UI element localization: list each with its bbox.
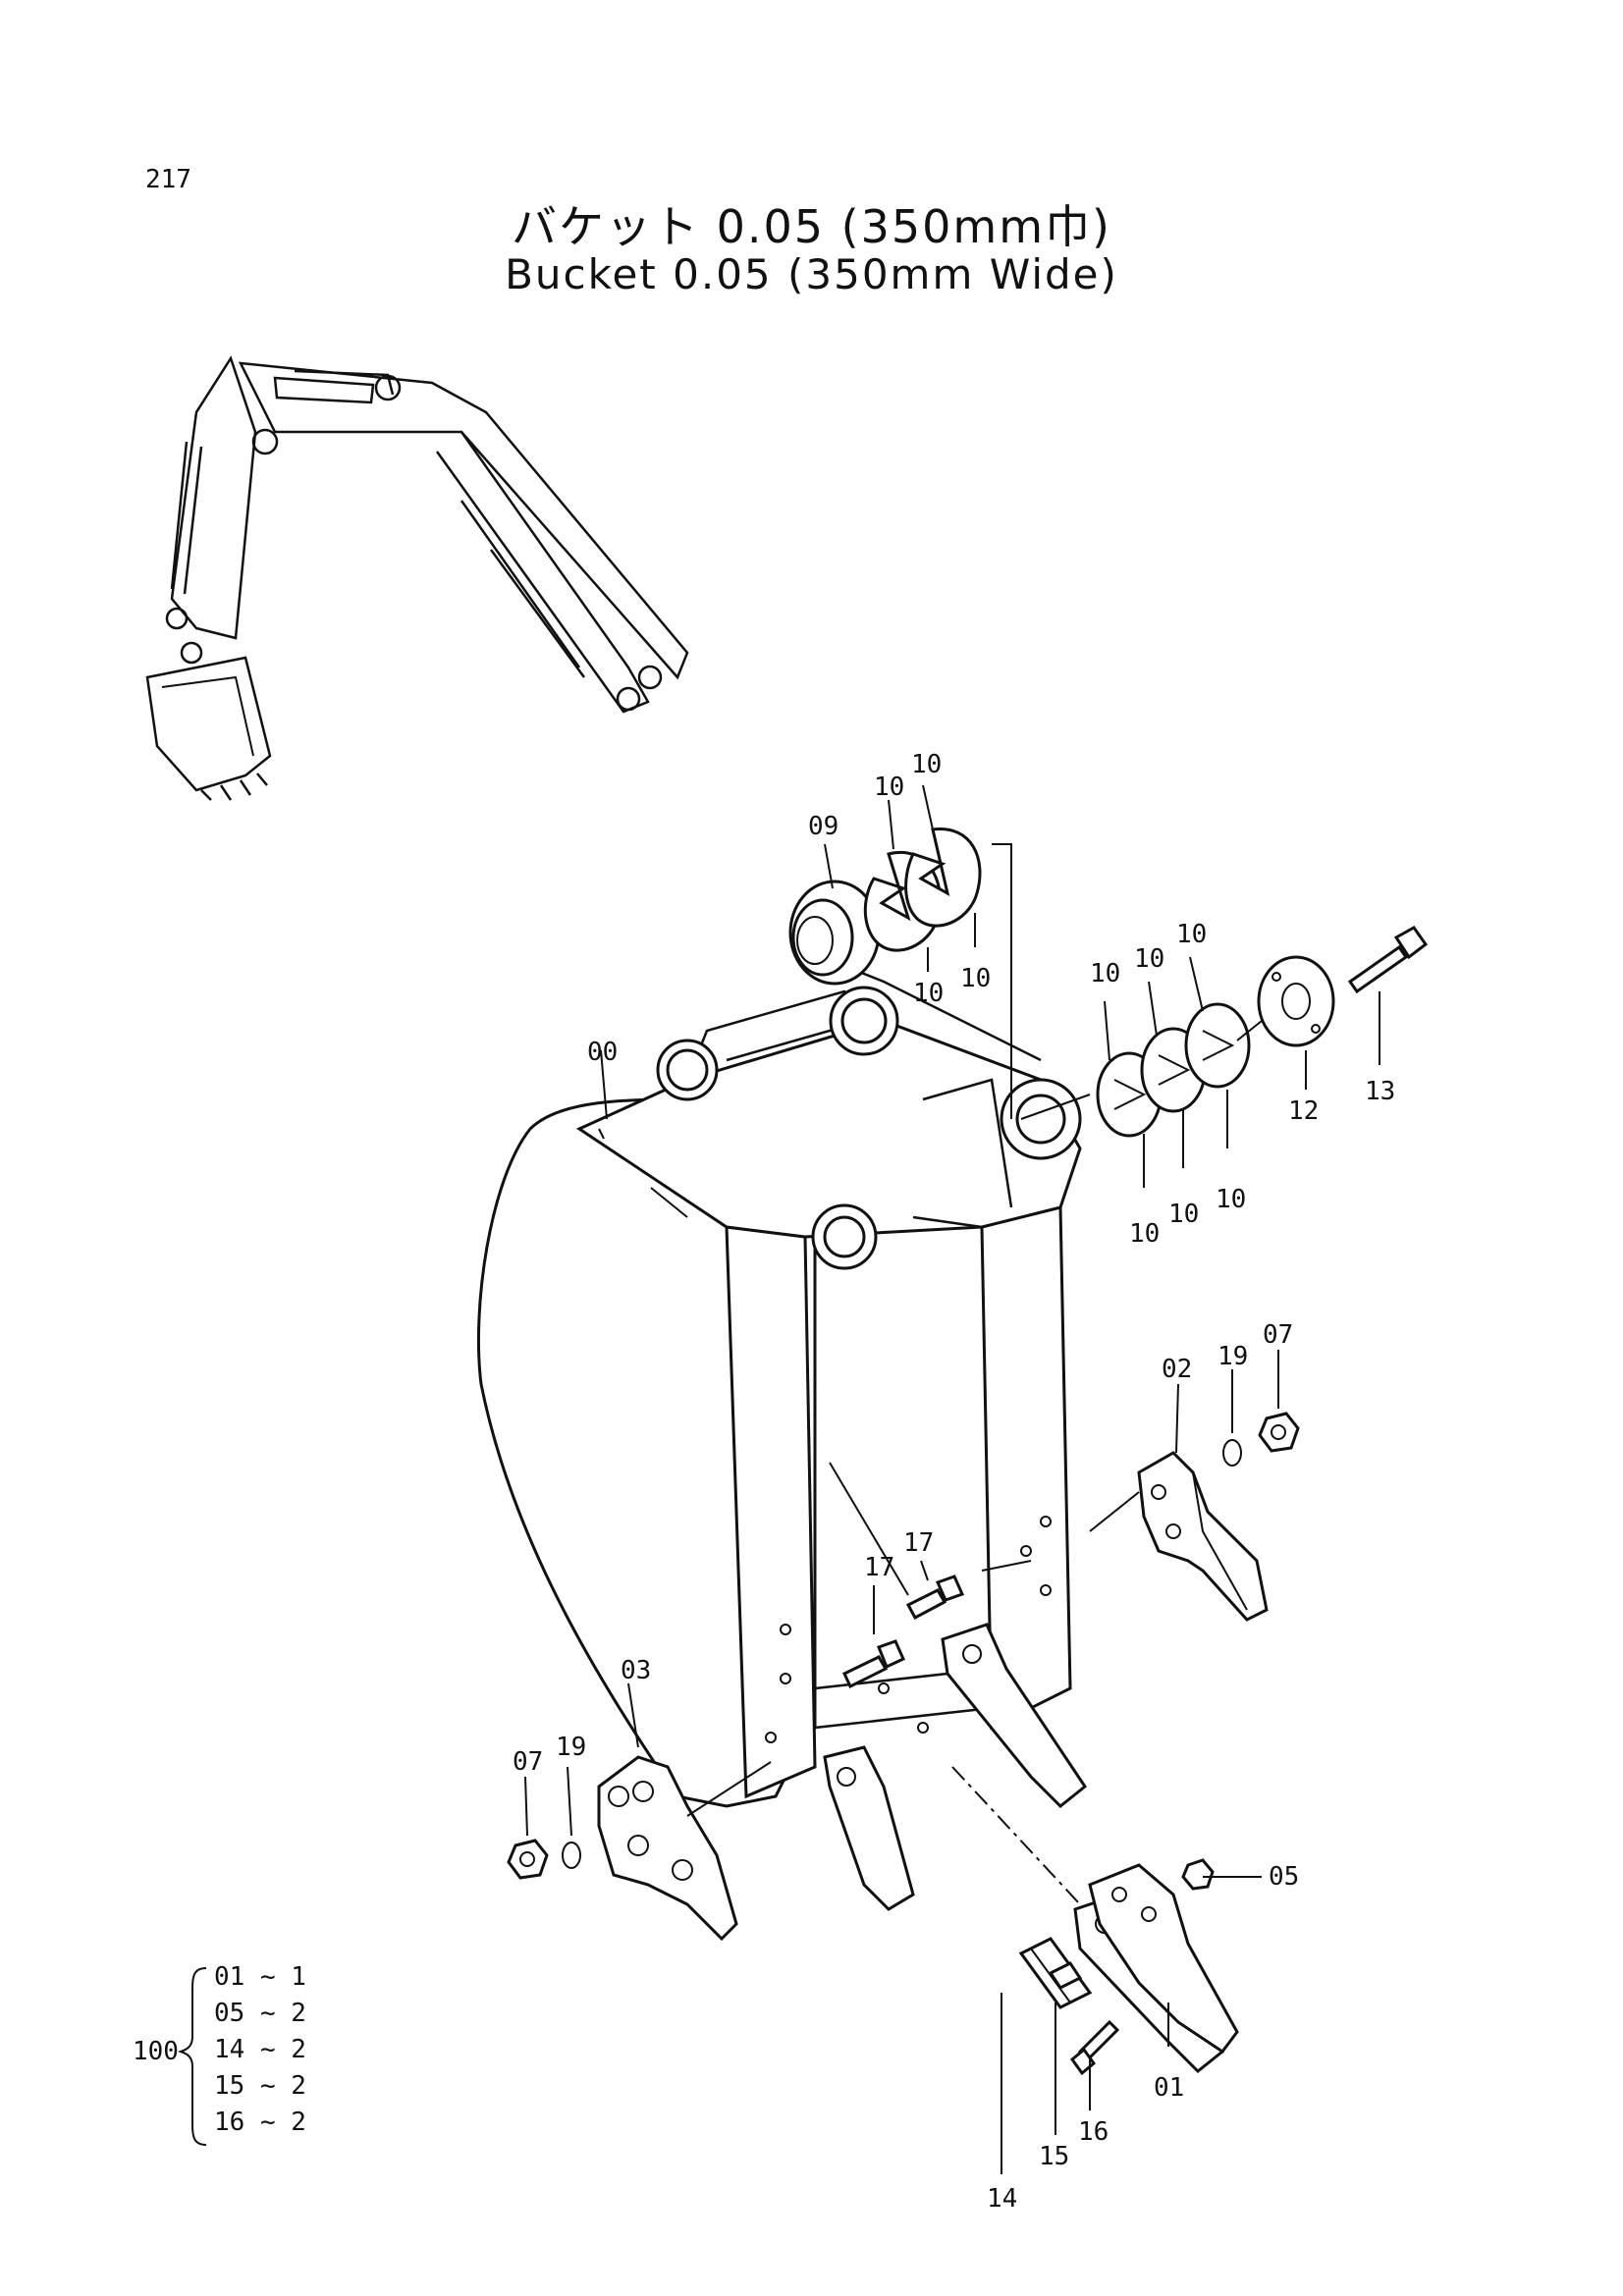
nut-07-left [507,1839,549,1880]
callout-10-j: 10 [1216,1185,1246,1214]
callout-14: 14 [987,2184,1017,2214]
callout-19-right: 19 [1217,1342,1248,1371]
callout-17-a: 17 [864,1553,894,1582]
callout-10-a: 10 [874,773,904,802]
shims-10-right [1096,1002,1251,1138]
callout-15: 15 [1039,2142,1069,2171]
callout-00: 00 [587,1038,618,1067]
lock-washer-19-right [1222,1439,1242,1467]
nut-05 [1181,1858,1215,1891]
tooth-01 [1088,1863,1239,2055]
leader-lines [524,784,1380,2174]
kit-item-1: 01 ~ 1 [214,1962,306,1992]
callout-09: 09 [808,812,839,841]
shims-10-upper [863,828,982,952]
callout-10-e: 10 [1090,959,1120,988]
bolt-17-b [905,1575,965,1621]
callout-05: 05 [1269,1862,1299,1892]
lock-washer-19-left [562,1842,581,1869]
callout-13: 13 [1365,1077,1395,1106]
bolt-16 [1069,2019,1120,2076]
excavator-arm-sketch [145,355,689,801]
nut-07-right [1258,1412,1300,1453]
bucket-body [476,960,1082,1808]
callout-10-i: 10 [1168,1200,1199,1229]
callout-19-left: 19 [556,1733,586,1762]
callout-10-c: 10 [913,979,944,1008]
callout-03: 03 [621,1656,651,1685]
kit-item-3: 14 ~ 2 [214,2035,306,2064]
kit-composition: 100 01 ~ 1 05 ~ 2 14 ~ 2 15 ~ 2 16 ~ 2 [133,1962,306,2146]
callout-17-b: 17 [903,1528,934,1558]
kit-item-5: 16 ~ 2 [214,2108,306,2137]
callout-10-b: 10 [911,750,942,779]
page-number: 217 [145,165,191,194]
title-japanese: バケット 0.05 (350mm巾) [512,200,1111,253]
callout-02: 02 [1162,1355,1192,1384]
callout-16: 16 [1078,2117,1109,2147]
callout-07-left: 07 [513,1747,543,1777]
bolt-13 [1347,926,1429,994]
callout-10-h: 10 [1129,1219,1160,1249]
callout-10-g: 10 [1176,920,1207,949]
kit-number: 100 [133,2037,179,2066]
lock-15 [1048,1961,1083,1990]
callout-12: 12 [1288,1096,1319,1126]
callout-10-f: 10 [1134,944,1164,974]
title-english: Bucket 0.05 (350mm Wide) [505,250,1118,298]
side-cutter-03 [597,1755,738,1942]
kit-item-4: 15 ~ 2 [214,2071,306,2101]
callout-01: 01 [1154,2073,1184,2103]
callout-07-right: 07 [1263,1320,1293,1350]
callout-10-d: 10 [960,964,991,993]
washer-12 [1257,955,1335,1047]
bolt-17-a [842,1639,905,1689]
side-cutter-02 [1137,1451,1269,1622]
kit-item-2: 05 ~ 2 [214,1999,306,2028]
